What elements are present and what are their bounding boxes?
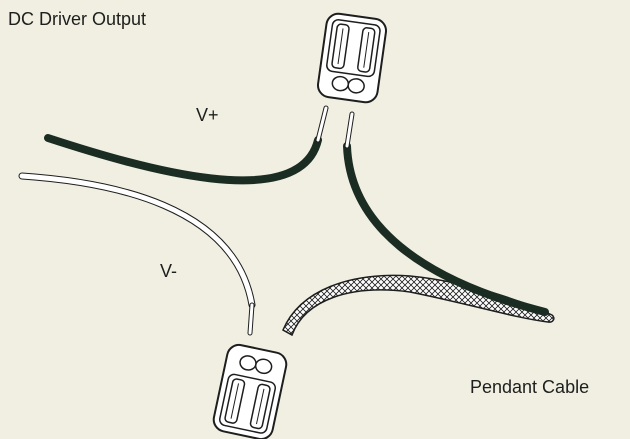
dc-driver-output-label: DC Driver Output (8, 9, 147, 29)
v-plus-wire (44, 105, 329, 185)
wire-connector-icon (212, 343, 288, 439)
v-minus-label: V- (160, 261, 178, 281)
pendant-cable-label: Pendant Cable (470, 377, 590, 397)
v-minus-wire (18, 172, 256, 336)
pendant-cable-wire (343, 111, 549, 316)
v-plus-label: V+ (196, 105, 219, 125)
pendant-cable-sheath (282, 274, 555, 337)
wire-connector-icon (316, 12, 388, 104)
